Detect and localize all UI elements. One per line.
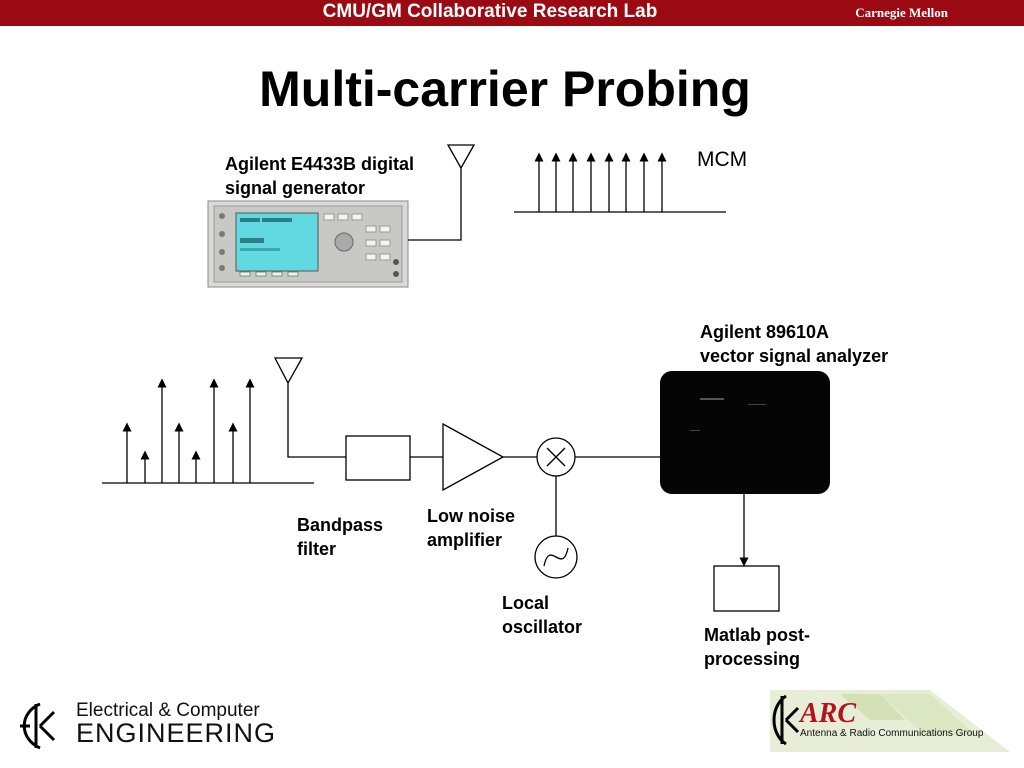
received-spectrum (102, 378, 314, 484)
ece-logo-line2: ENGINEERING (76, 718, 277, 748)
signal-generator-device (207, 200, 409, 288)
ece-logo-line1: Electrical & Computer (76, 700, 260, 721)
transmit-antenna-icon (408, 144, 476, 241)
arc-logo-background (770, 690, 1010, 752)
arc-group-name: Antenna & Radio Communications Group (800, 728, 984, 739)
bandpass-filter-label: Bandpass filter (297, 515, 384, 559)
slide-title: Multi-carrier Probing (259, 61, 751, 117)
bandpass-filter-box (345, 435, 411, 481)
header-bar: CMU/GM Collaborative Research Lab Carneg… (0, 0, 1024, 26)
arc-logo-text: ARC (800, 698, 857, 729)
low-noise-amplifier-symbol (442, 422, 505, 492)
arc-logo-icon (772, 694, 800, 746)
local-oscillator-label: Local oscillator (502, 593, 583, 637)
vector-signal-analyzer-device (660, 371, 830, 494)
mcm-spectrum (514, 152, 726, 213)
vector-signal-analyzer-label: Agilent 89610A vector signal analyzer (700, 322, 889, 366)
matlab-processing-box (713, 565, 780, 612)
receive-antenna-icon (273, 357, 346, 458)
university-logo: Carnegie Mellon (855, 5, 948, 20)
ece-logo: Electrical & Computer ENGINEERING (14, 694, 275, 754)
low-noise-amplifier-label: Low noise amplifier (427, 506, 516, 550)
signal-generator-label: Agilent E4433B digital signal generator (225, 154, 415, 198)
lab-title: CMU/GM Collaborative Research Lab (322, 1, 658, 22)
matlab-processing-label: Matlab post- processing (704, 625, 810, 669)
mixer-symbol (536, 437, 576, 477)
mcm-label: MCM (697, 148, 748, 171)
ece-logo-icon (20, 702, 56, 750)
arc-logo: ARC Antenna & Radio Communications Group (762, 686, 1012, 758)
local-oscillator-symbol (534, 535, 578, 579)
